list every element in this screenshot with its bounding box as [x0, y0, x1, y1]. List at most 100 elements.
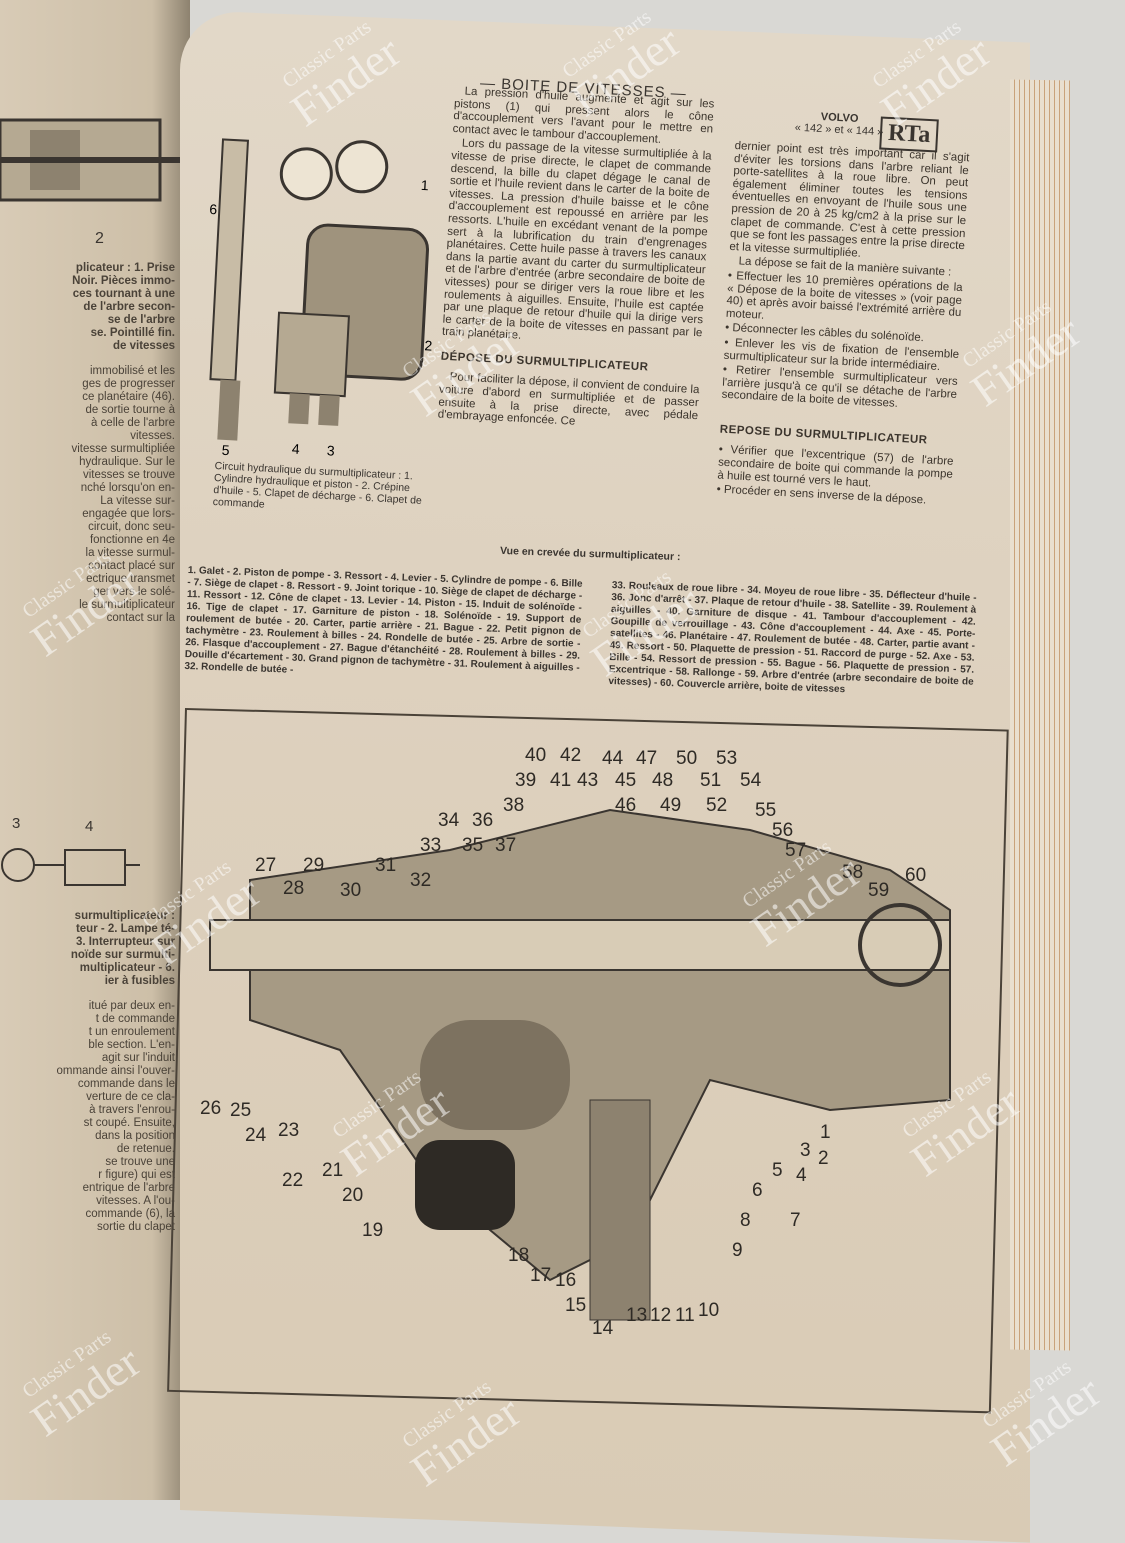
text-line: vitesses. A l'ou- — [96, 1195, 175, 1207]
fig-label: 4 — [85, 818, 94, 835]
text-line: itué par deux en- — [88, 1000, 175, 1012]
diagram-label: 22 — [282, 1170, 304, 1191]
paragraph: dernier point est très important car il … — [729, 140, 970, 260]
diagram-label: 11 — [675, 1305, 695, 1326]
text-line: vitesse surmultipliée — [71, 443, 175, 455]
diagram-label: 30 — [340, 880, 362, 901]
brand: VOLVO « 142 » et « 144 » — [794, 110, 884, 138]
diagram-label: 44 — [602, 748, 624, 769]
text-line: st coupé. Ensuite, — [83, 1117, 175, 1129]
text-line: de sortie tourne à — [85, 404, 175, 416]
text-line: se trouve une — [105, 1156, 175, 1168]
text-line: ces tournant à une — [72, 288, 175, 300]
fig1-label: 5 — [221, 442, 230, 458]
text-line: 3. Interrupteur sur — [75, 936, 175, 948]
diagram-label: 29 — [303, 855, 325, 876]
column-2: dernier point est très important car il … — [716, 140, 969, 511]
diagram-label: 26 — [200, 1098, 222, 1119]
text-line: ble section. L'en- — [88, 1039, 175, 1051]
diagram-label: 52 — [706, 795, 728, 816]
diagram-label: 14 — [592, 1318, 614, 1339]
diagram-label: 4 — [796, 1165, 807, 1186]
text-line: teur - 2. Lampe té- — [75, 923, 175, 935]
diagram-label: 25 — [230, 1100, 252, 1121]
diagram-label: 2 — [818, 1148, 829, 1169]
text-line: surmultiplicateur : — [74, 910, 175, 922]
diagram-label: 5 — [772, 1160, 783, 1181]
text-line: circuit, donc seu- — [88, 521, 175, 533]
fig1-label: 1 — [420, 177, 429, 193]
diagram-label: 9 — [732, 1240, 743, 1261]
diagram-label: 35 — [462, 835, 484, 856]
diagram-label: 40 — [525, 745, 547, 766]
text-line: ier à fusibles — [104, 975, 175, 987]
diagram-label: 28 — [283, 878, 305, 899]
text-line: se de l'arbre — [107, 314, 175, 326]
diagram-label: 24 — [245, 1125, 267, 1146]
text-line: fonctionne en 4e — [89, 534, 175, 546]
diagram-label: 12 — [650, 1305, 672, 1326]
diagram-label: 8 — [740, 1210, 751, 1231]
diagram-label: 19 — [362, 1220, 384, 1241]
text-line: plicateur : 1. Prise — [75, 262, 175, 274]
fig-label: 3 — [12, 815, 21, 832]
diagram-label: 34 — [438, 810, 460, 831]
diagram-label: 16 — [555, 1270, 577, 1291]
diagram-label: 56 — [772, 820, 794, 841]
text-line: de retenue. — [116, 1143, 175, 1155]
exploded-view-drawing — [209, 808, 951, 1321]
diagram-label: 58 — [842, 862, 864, 883]
text-line: à travers l'enrou- — [89, 1104, 175, 1116]
wiring-diagram — [1, 848, 140, 886]
diagram-label: 21 — [322, 1160, 344, 1181]
diagram-label: 7 — [790, 1210, 801, 1231]
diagram-label: 43 — [577, 770, 599, 791]
fig1-label: 3 — [326, 442, 335, 458]
text-line: contact sur la — [106, 612, 175, 624]
text-line: nché lorsqu'on en- — [80, 482, 175, 494]
diagram-label: 15 — [565, 1295, 587, 1316]
diagram-label: 47 — [636, 748, 658, 769]
text-line: t un enroulement — [88, 1026, 175, 1038]
fig-label: 2 — [95, 230, 104, 247]
diagram-label: 39 — [515, 770, 537, 791]
diagram-label: 27 — [255, 855, 277, 876]
text-line: engagée que lors- — [82, 508, 175, 520]
text-line: La vitesse sur- — [100, 495, 175, 507]
text-line: commande dans le — [77, 1078, 175, 1090]
legend-left: 1. Galet - 2. Piston de pompe - 3. Resso… — [184, 565, 583, 676]
text-line: ce planétaire (46). — [82, 391, 175, 403]
diagram-label: 42 — [560, 745, 582, 766]
text-line: de l'arbre secon- — [83, 301, 175, 313]
diagram-label: 31 — [375, 855, 397, 876]
text-line: de vitesses — [112, 340, 175, 352]
text-line: multiplicateur - 6. — [79, 962, 175, 974]
text-line: Noir. Pièces immo- — [72, 275, 175, 287]
diagram-label: 48 — [652, 770, 674, 791]
diagram-label: 41 — [550, 770, 572, 791]
diagram-label: 51 — [700, 770, 722, 791]
text-line: agit sur l'induit — [101, 1052, 175, 1064]
fig1-label: 6 — [209, 201, 218, 217]
section-title-repose: REPOSE DU SURMULTIPLICATEUR — [719, 423, 928, 447]
diagram-label: 45 — [615, 770, 637, 791]
text-line: immobilisé et les — [90, 365, 175, 377]
hydraulic-circuit-figure: 1 2 3 4 5 6 — [209, 138, 433, 459]
fig1-label: 2 — [424, 337, 433, 353]
diagram-label: 17 — [530, 1265, 552, 1286]
text-line: vitesses. — [130, 430, 175, 442]
text-line: ectrique transmet — [86, 573, 175, 585]
diagram-label: 38 — [503, 795, 525, 816]
text-line: vitesses se trouve — [82, 469, 175, 481]
left-caption-2: surmultiplicateur :teur - 2. Lampe té-3.… — [0, 910, 175, 988]
diagram-label: 1 — [820, 1122, 831, 1143]
left-figure — [0, 118, 180, 202]
text-line: ges de progresser — [82, 378, 175, 390]
diagram-label: 50 — [676, 748, 698, 769]
diagram-label: 33 — [420, 835, 442, 856]
diagram-label: 10 — [698, 1300, 720, 1321]
text-line: à celle de l'arbre — [90, 417, 175, 429]
text-line: sortie du clapet — [97, 1221, 175, 1233]
